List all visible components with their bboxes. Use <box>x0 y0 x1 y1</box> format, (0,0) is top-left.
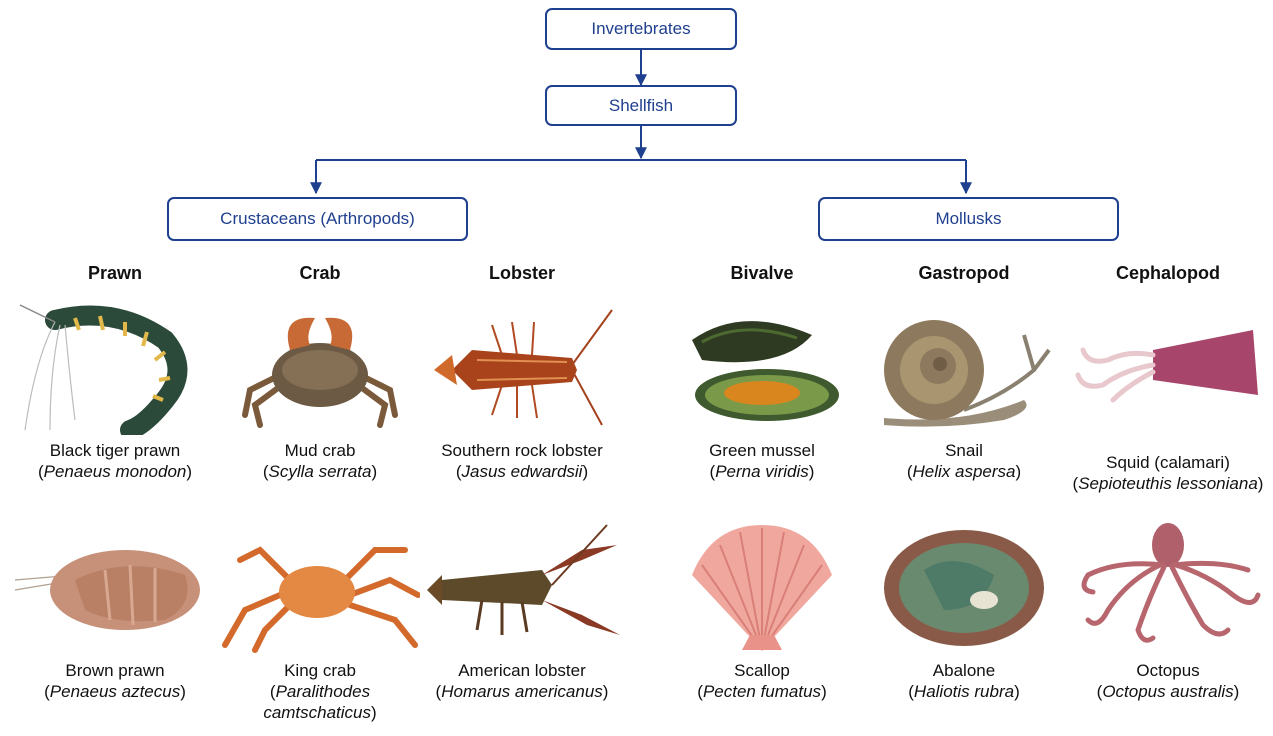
common-name: Snail <box>864 440 1064 461</box>
category-prawn: Prawn <box>15 263 215 284</box>
scientific-name: Jasus edwardsii <box>462 462 583 481</box>
node-shellfish: Shellfish <box>545 85 737 126</box>
category-cephalopod: Cephalopod <box>1068 263 1268 284</box>
species-tile: Squid (calamari) (Sepioteuthis lessonian… <box>1068 300 1268 515</box>
common-name: Mud crab <box>220 440 420 461</box>
species-tile: Octopus (Octopus australis) <box>1068 520 1268 720</box>
species-tile: American lobster (Homarus americanus) <box>422 520 622 735</box>
species-tile: Black tiger prawn (Penaeus monodon) <box>15 300 215 500</box>
abalone-photo <box>864 520 1064 655</box>
scientific-name: Homarus americanus <box>441 682 603 701</box>
species-tile: Snail (Helix aspersa) <box>864 300 1064 500</box>
common-name: Squid (calamari) <box>1068 452 1268 473</box>
green-mussel-photo <box>662 300 862 435</box>
octopus-photo <box>1068 520 1268 655</box>
common-name: Octopus <box>1068 660 1268 681</box>
american-lobster-photo <box>422 520 622 655</box>
scientific-name: Octopus australis <box>1102 682 1233 701</box>
species-tile: Mud crab (Scylla serrata) <box>220 300 420 500</box>
common-name: Black tiger prawn <box>15 440 215 461</box>
species-tile: Southern rock lobster (Jasus edwardsii) <box>422 300 622 500</box>
common-name: Scallop <box>662 660 862 681</box>
squid-photo <box>1068 300 1268 435</box>
scientific-name: Haliotis rubra <box>914 682 1014 701</box>
category-crab: Crab <box>220 263 420 284</box>
snail-photo <box>864 300 1064 435</box>
category-bivalve: Bivalve <box>662 263 862 284</box>
scientific-name: Pecten fumatus <box>703 682 821 701</box>
species-tile: Abalone (Haliotis rubra) <box>864 520 1064 720</box>
southern-rock-lobster-photo <box>422 300 622 435</box>
node-invertebrates: Invertebrates <box>545 8 737 50</box>
common-name: King crab <box>220 660 420 681</box>
brown-prawn-photo <box>15 520 215 655</box>
scientific-name: Sepioteuthis lessoniana <box>1078 474 1258 493</box>
scallop-photo <box>662 520 862 655</box>
species-tile: Green mussel (Perna viridis) <box>662 300 862 500</box>
species-tile: Scallop (Pecten fumatus) <box>662 520 862 720</box>
common-name: Southern rock lobster <box>422 440 622 461</box>
common-name: Green mussel <box>662 440 862 461</box>
node-crustaceans: Crustaceans (Arthropods) <box>167 197 468 241</box>
common-name: Abalone <box>864 660 1064 681</box>
node-mollusks: Mollusks <box>818 197 1119 241</box>
scientific-name: Paralithodes camtschaticus <box>263 682 371 722</box>
species-tile: Brown prawn (Penaeus aztecus) <box>15 520 215 720</box>
scientific-name: Penaeus monodon <box>44 462 187 481</box>
scientific-name: Penaeus aztecus <box>50 682 180 701</box>
scientific-name: Scylla serrata <box>269 462 372 481</box>
species-tile: King crab (Paralithodes camtschaticus) <box>220 520 420 735</box>
scientific-name: Perna viridis <box>715 462 809 481</box>
category-lobster: Lobster <box>422 263 622 284</box>
king-crab-photo <box>220 520 420 655</box>
category-gastropod: Gastropod <box>864 263 1064 284</box>
common-name: American lobster <box>422 660 622 681</box>
black-tiger-prawn-photo <box>15 300 215 435</box>
common-name: Brown prawn <box>15 660 215 681</box>
scientific-name: Helix aspersa <box>913 462 1016 481</box>
mud-crab-photo <box>220 300 420 435</box>
